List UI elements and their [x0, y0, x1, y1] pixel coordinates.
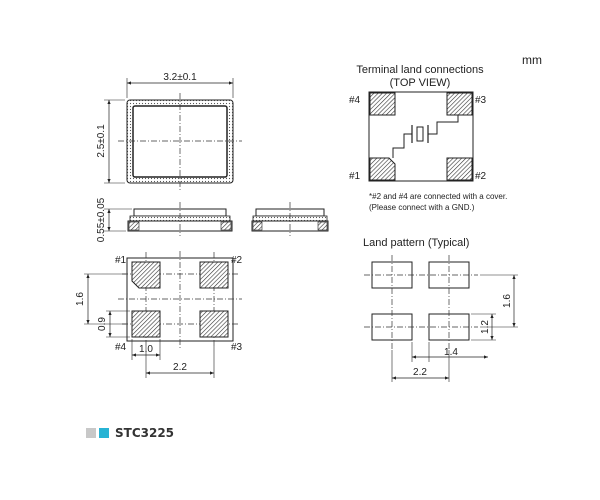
side-dim-height: 0.55±0.05	[96, 197, 107, 242]
land-pattern-title: Land pattern (Typical)	[363, 237, 469, 249]
bottom-dim-pitch-v: 1.6	[75, 292, 86, 306]
terminal-title: Terminal land connections	[356, 64, 484, 76]
bottom-pad-label-1: #1	[115, 255, 127, 266]
terminal-subtitle: (TOP VIEW)	[390, 77, 451, 89]
land-dim-pitch-v: 1.6	[502, 294, 513, 308]
terminal-pad-label-4: #4	[349, 95, 361, 106]
land-pattern	[364, 255, 518, 382]
terminal-note-line1: *#2 and #4 are connected with a cover.	[369, 192, 507, 201]
side-view-end	[251, 202, 329, 236]
top-view	[104, 78, 242, 190]
bottom-pad-label-4: #4	[115, 342, 127, 353]
terminal-pad-label-1: #1	[349, 171, 361, 182]
side-view-front	[104, 202, 233, 236]
unit-label: mm	[522, 53, 542, 67]
gray-square-icon	[86, 428, 96, 438]
footer: STC3225	[86, 426, 174, 440]
bottom-dim-pad-h: 0.9	[97, 317, 108, 331]
land-dim-pad-h: 1.2	[480, 320, 491, 334]
bottom-pad-label-3: #3	[231, 342, 243, 353]
terminal-top-view	[368, 91, 474, 182]
top-dim-width: 3.2±0.1	[163, 72, 197, 83]
land-dim-pad-w: 1.4	[444, 347, 458, 358]
bottom-pad-label-2: #2	[231, 255, 243, 266]
bottom-view	[84, 251, 242, 378]
bottom-dim-pitch-h: 2.2	[173, 362, 187, 373]
terminal-pad-label-3: #3	[475, 95, 487, 106]
land-dim-pitch-h: 2.2	[413, 367, 427, 378]
terminal-note-line2: (Please connect with a GND.)	[369, 203, 475, 212]
top-dim-height: 2.5±0.1	[96, 124, 107, 158]
terminal-pad-label-2: #2	[475, 171, 487, 182]
cyan-square-icon	[99, 428, 109, 438]
bottom-dim-pad-w: 1.0	[139, 344, 153, 355]
model-name: STC3225	[115, 426, 175, 440]
